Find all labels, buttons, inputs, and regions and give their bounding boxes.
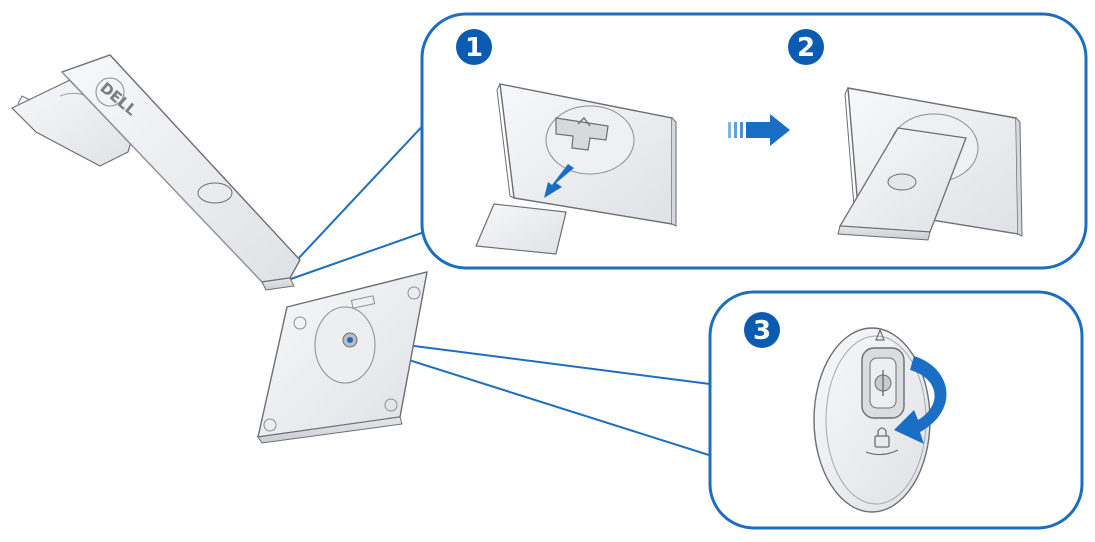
rotate-arrow-icon (894, 356, 947, 444)
step-2-illustration (837, 87, 1023, 241)
step-1-number: 1 (465, 33, 483, 63)
lock-icon (865, 427, 899, 456)
step-3-illustration (813, 327, 947, 513)
right-arrow-icon (728, 114, 790, 146)
step-2-number: 2 (797, 33, 815, 63)
unlock-triangle-icon (875, 328, 885, 341)
monitor-stand: DELL (10, 54, 301, 291)
pull-out-arrow-icon (544, 164, 574, 198)
step-1-illustration (475, 83, 677, 255)
step-3-number: 3 (753, 316, 771, 346)
step-2-badge: 2 (788, 29, 824, 65)
step-3-badge: 3 (744, 312, 780, 348)
monitor-base-plate (257, 271, 428, 444)
step-1-badge: 1 (456, 29, 492, 65)
